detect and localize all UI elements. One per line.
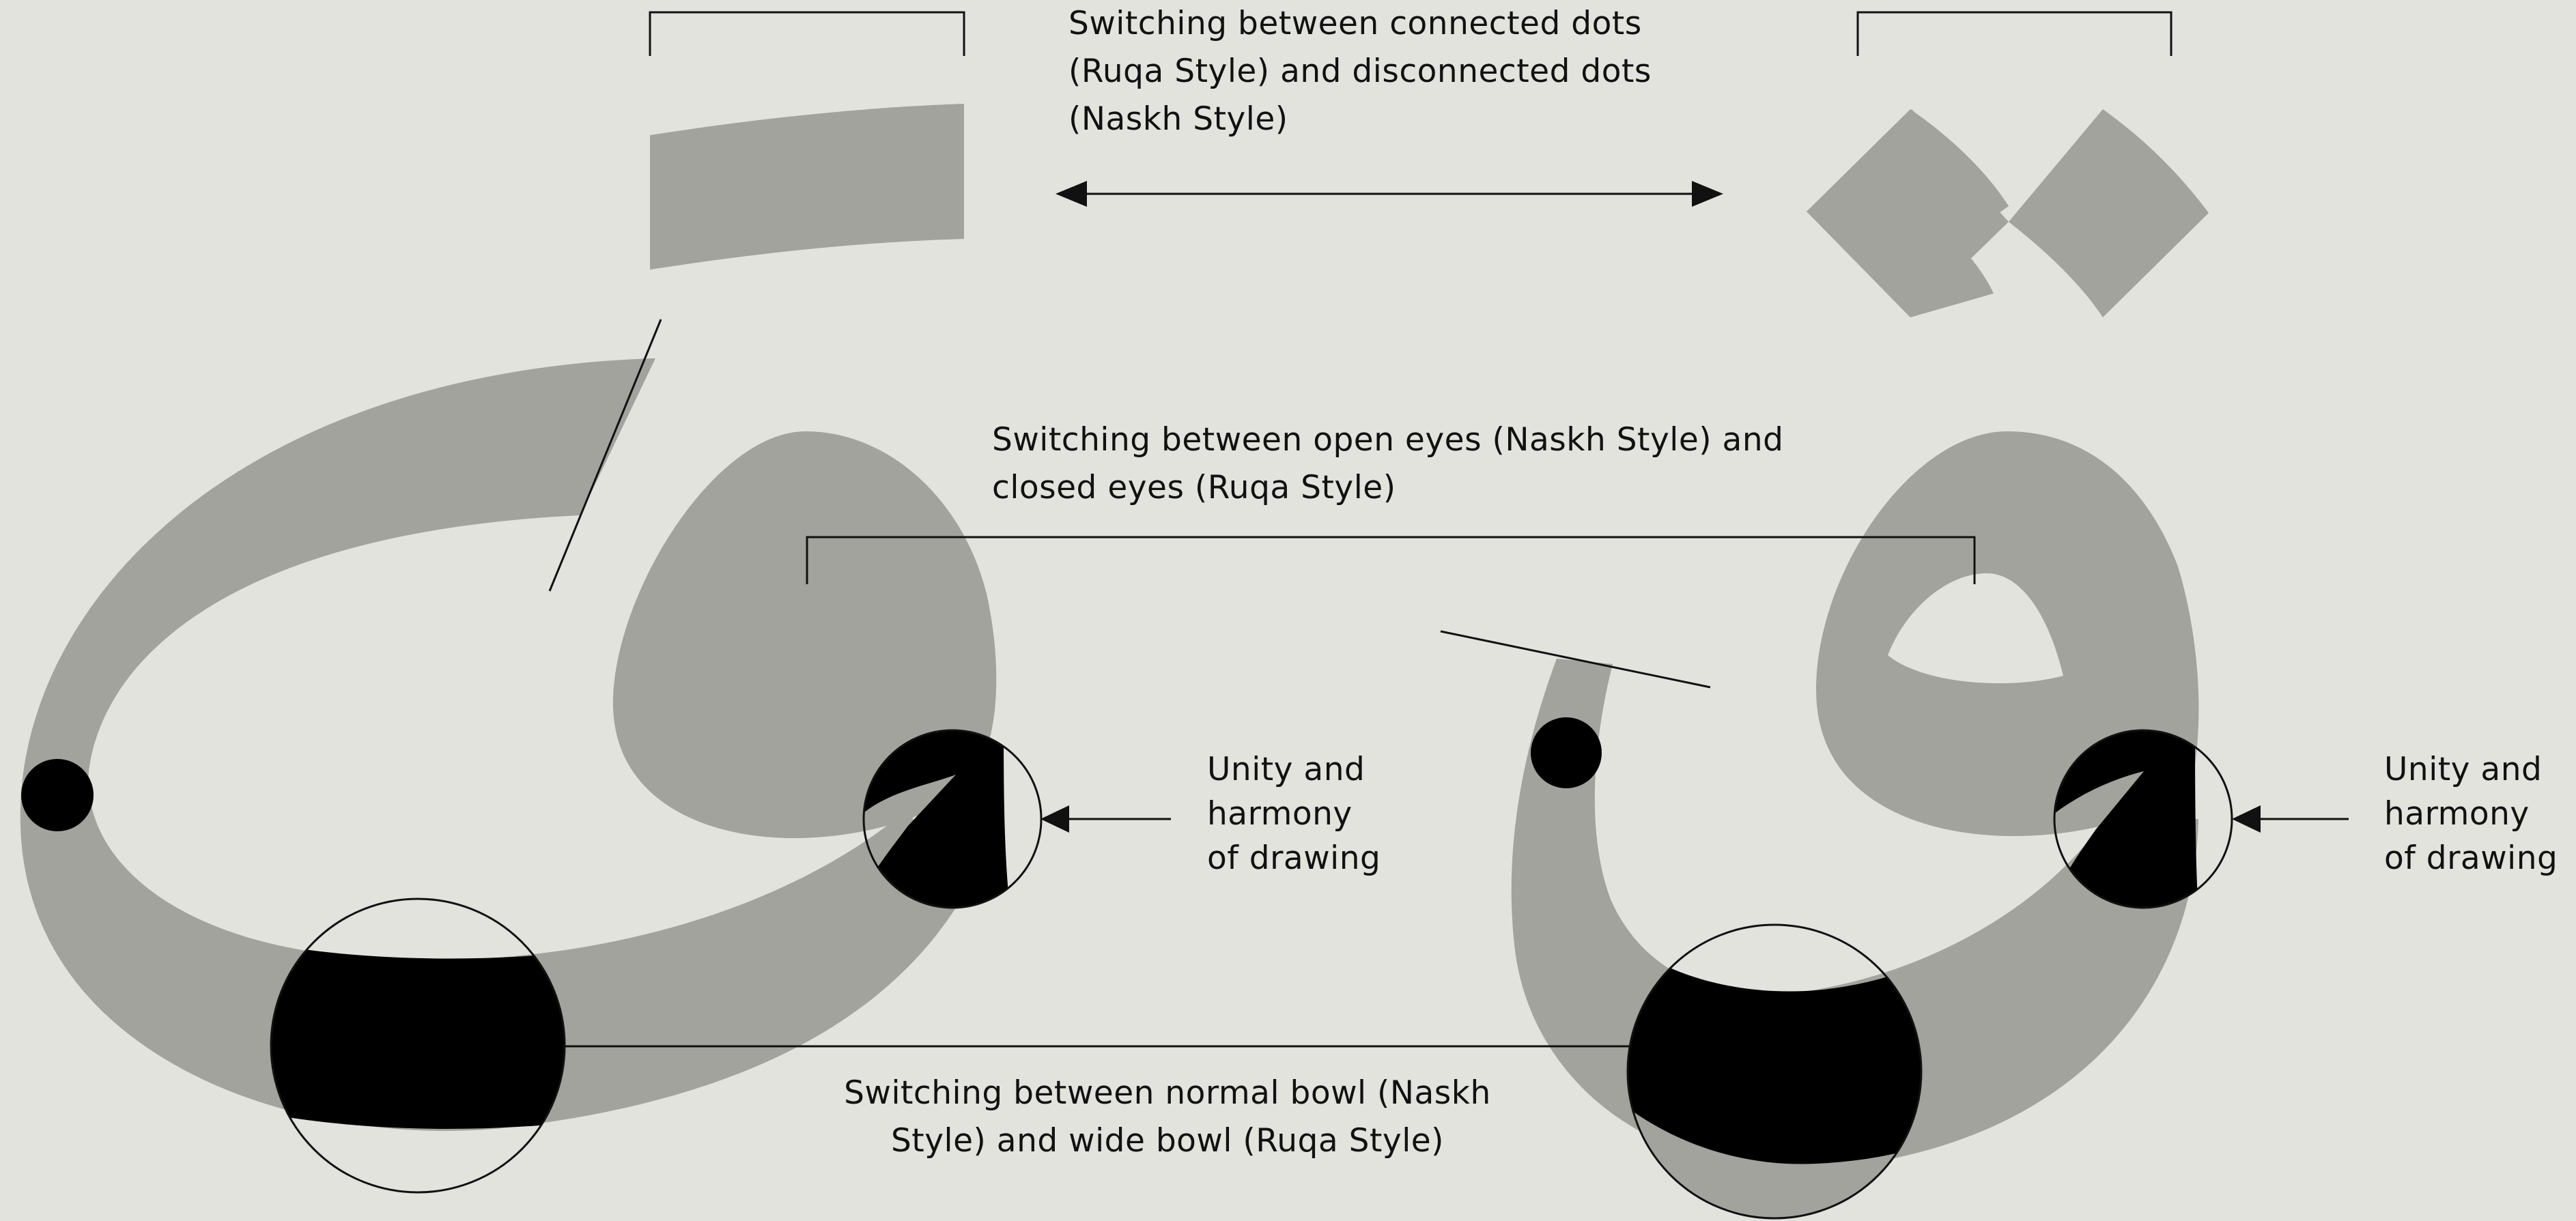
left-glyph-bowl xyxy=(20,358,956,1131)
left-stroke-line xyxy=(548,319,662,592)
unity-arrow-left xyxy=(1041,805,1171,833)
eyes-annotation-line: Switching between open eyes (Naskh Style… xyxy=(992,421,1784,459)
bowl-annotation-line: Style) and wide bowl (Ruqa Style) xyxy=(890,1122,1445,1160)
dots-annotation: Switching between connected dots (Ruqa S… xyxy=(1068,0,1652,143)
left-small-dot xyxy=(21,759,94,831)
left-glyph xyxy=(20,319,1043,1194)
bowl-annotation: Switching between normal bowl (Naskh Sty… xyxy=(806,1069,1529,1165)
right-small-dot xyxy=(1531,717,1602,788)
eyes-annotation: Switching between open eyes (Naskh Style… xyxy=(992,416,1783,512)
dots-double-arrow xyxy=(1056,181,1723,207)
unity-annotation-right: Unity and harmony of drawing xyxy=(2384,747,2558,880)
dots-annotation-line: (Ruqa Style) and disconnected dots xyxy=(1068,53,1652,90)
unity-annotation-line: harmony xyxy=(1207,795,1353,833)
unity-annotation-line: harmony xyxy=(2384,795,2530,833)
eyes-annotation-line: closed eyes (Ruqa Style) xyxy=(992,469,1396,506)
unity-annotation-left: Unity and harmony of drawing xyxy=(1207,747,1381,880)
unity-annotation-line: of drawing xyxy=(2384,839,2558,877)
right-top-bracket xyxy=(1856,11,2172,56)
unity-annotation-line: of drawing xyxy=(1207,839,1381,877)
right-stroke-line xyxy=(1440,630,1711,689)
right-glyph-eye xyxy=(1816,431,2199,836)
bowl-annotation-line: Switching between normal bowl (Naskh xyxy=(844,1074,1491,1112)
left-top-bracket xyxy=(649,11,965,56)
right-glyph xyxy=(1440,431,2233,1220)
dots-annotation-line: Switching between connected dots xyxy=(1068,5,1642,42)
left-glyph-eye xyxy=(612,431,997,839)
connected-dots-shape xyxy=(650,104,964,270)
disconnected-dots-shape xyxy=(1807,109,2209,317)
unity-annotation-line: Unity and xyxy=(2384,751,2543,788)
dots-annotation-line: (Naskh Style) xyxy=(1068,100,1288,138)
eyes-connector xyxy=(806,536,1976,584)
unity-annotation-line: Unity and xyxy=(1207,751,1365,788)
right-bowl-circle xyxy=(1626,923,1923,1220)
unity-arrow-right xyxy=(2232,805,2349,833)
